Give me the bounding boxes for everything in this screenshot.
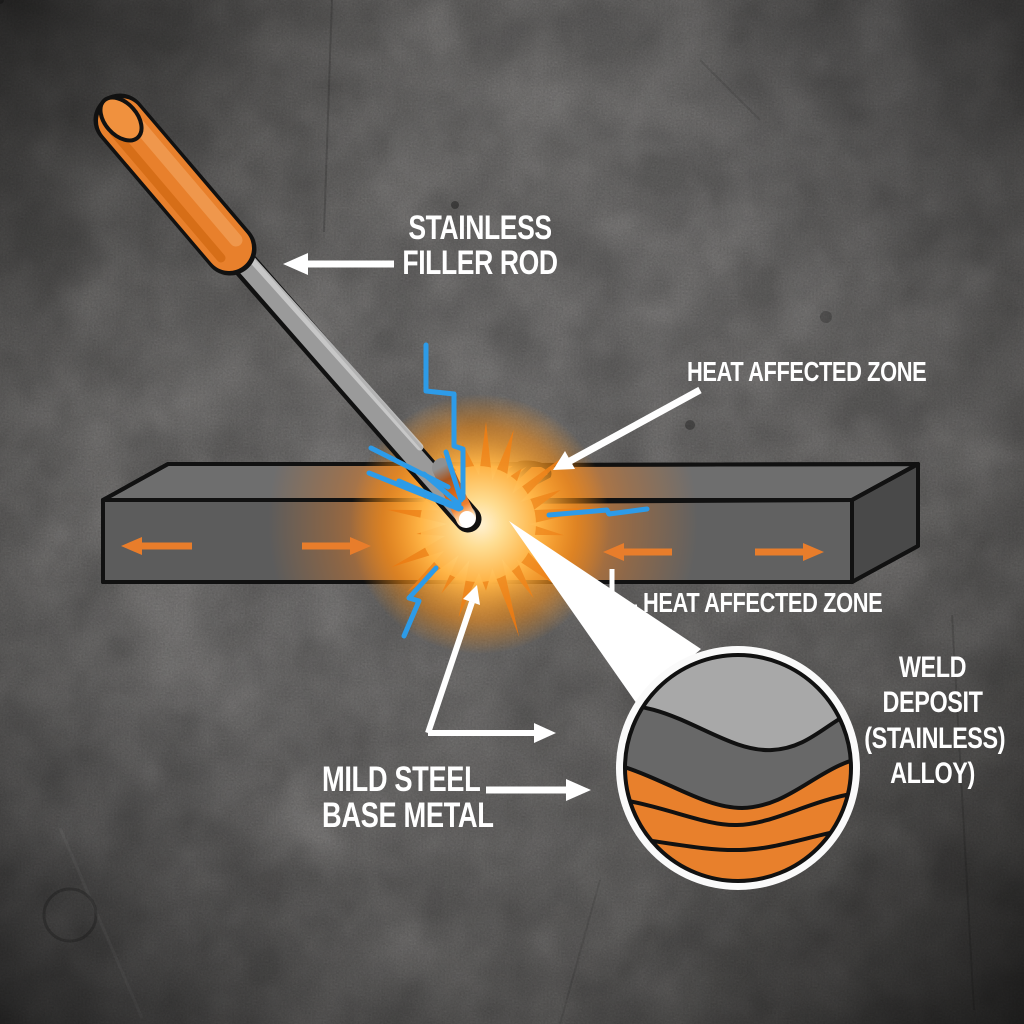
filler-rod-arrow: [283, 253, 394, 275]
arc-lightning-bolts: [366, 342, 650, 639]
annotation-arrows: [283, 253, 702, 801]
lightning-fan-4: [443, 449, 464, 503]
lightning-fan-2: [396, 478, 464, 511]
left-bar-arrow-left: [121, 537, 192, 555]
haz-bottom-elbow: [609, 569, 637, 610]
stress-arrows: [121, 537, 824, 561]
heat-affected-zone-bottom-label: HEAT AFFECTED ZONE: [643, 587, 883, 618]
filler-rod: [93, 93, 482, 533]
right-bar-arrow-right: [755, 543, 824, 561]
bent-weld-pointer-arrow: [425, 585, 556, 743]
left-bar-arrow-right: [302, 537, 371, 555]
rod-handle-cap: [98, 95, 144, 143]
rod-shaft-highlight: [243, 250, 424, 451]
base-metal-arrow: [486, 779, 591, 801]
magnifier-callout-wedge: [509, 521, 701, 704]
rod-handle: [93, 93, 257, 276]
lightning-bolt-bottom-left: [401, 565, 439, 639]
lightning-fan-5: [368, 445, 451, 490]
filler-rod-label: STAINLESS FILLER ROD: [402, 209, 558, 283]
inset-wavy-line-1: [625, 789, 851, 828]
haz-top-arrow: [553, 386, 702, 470]
base-metal-label: MILD STEEL BASE METAL: [322, 760, 494, 836]
rod-tip-hotspot: [459, 511, 475, 527]
heat-affected-zone-top-label: HEAT AFFECTED ZONE: [687, 356, 927, 387]
inset-border: [623, 653, 853, 883]
weld-deposit-label: WELD DEPOSIT (STAINLESS) ALLOY): [864, 651, 1006, 791]
right-bar-arrow-left: [603, 543, 672, 561]
lightning-bolt-top: [423, 342, 466, 501]
lightning-bolt-right: [546, 506, 650, 518]
rod-shaft: [232, 250, 476, 526]
